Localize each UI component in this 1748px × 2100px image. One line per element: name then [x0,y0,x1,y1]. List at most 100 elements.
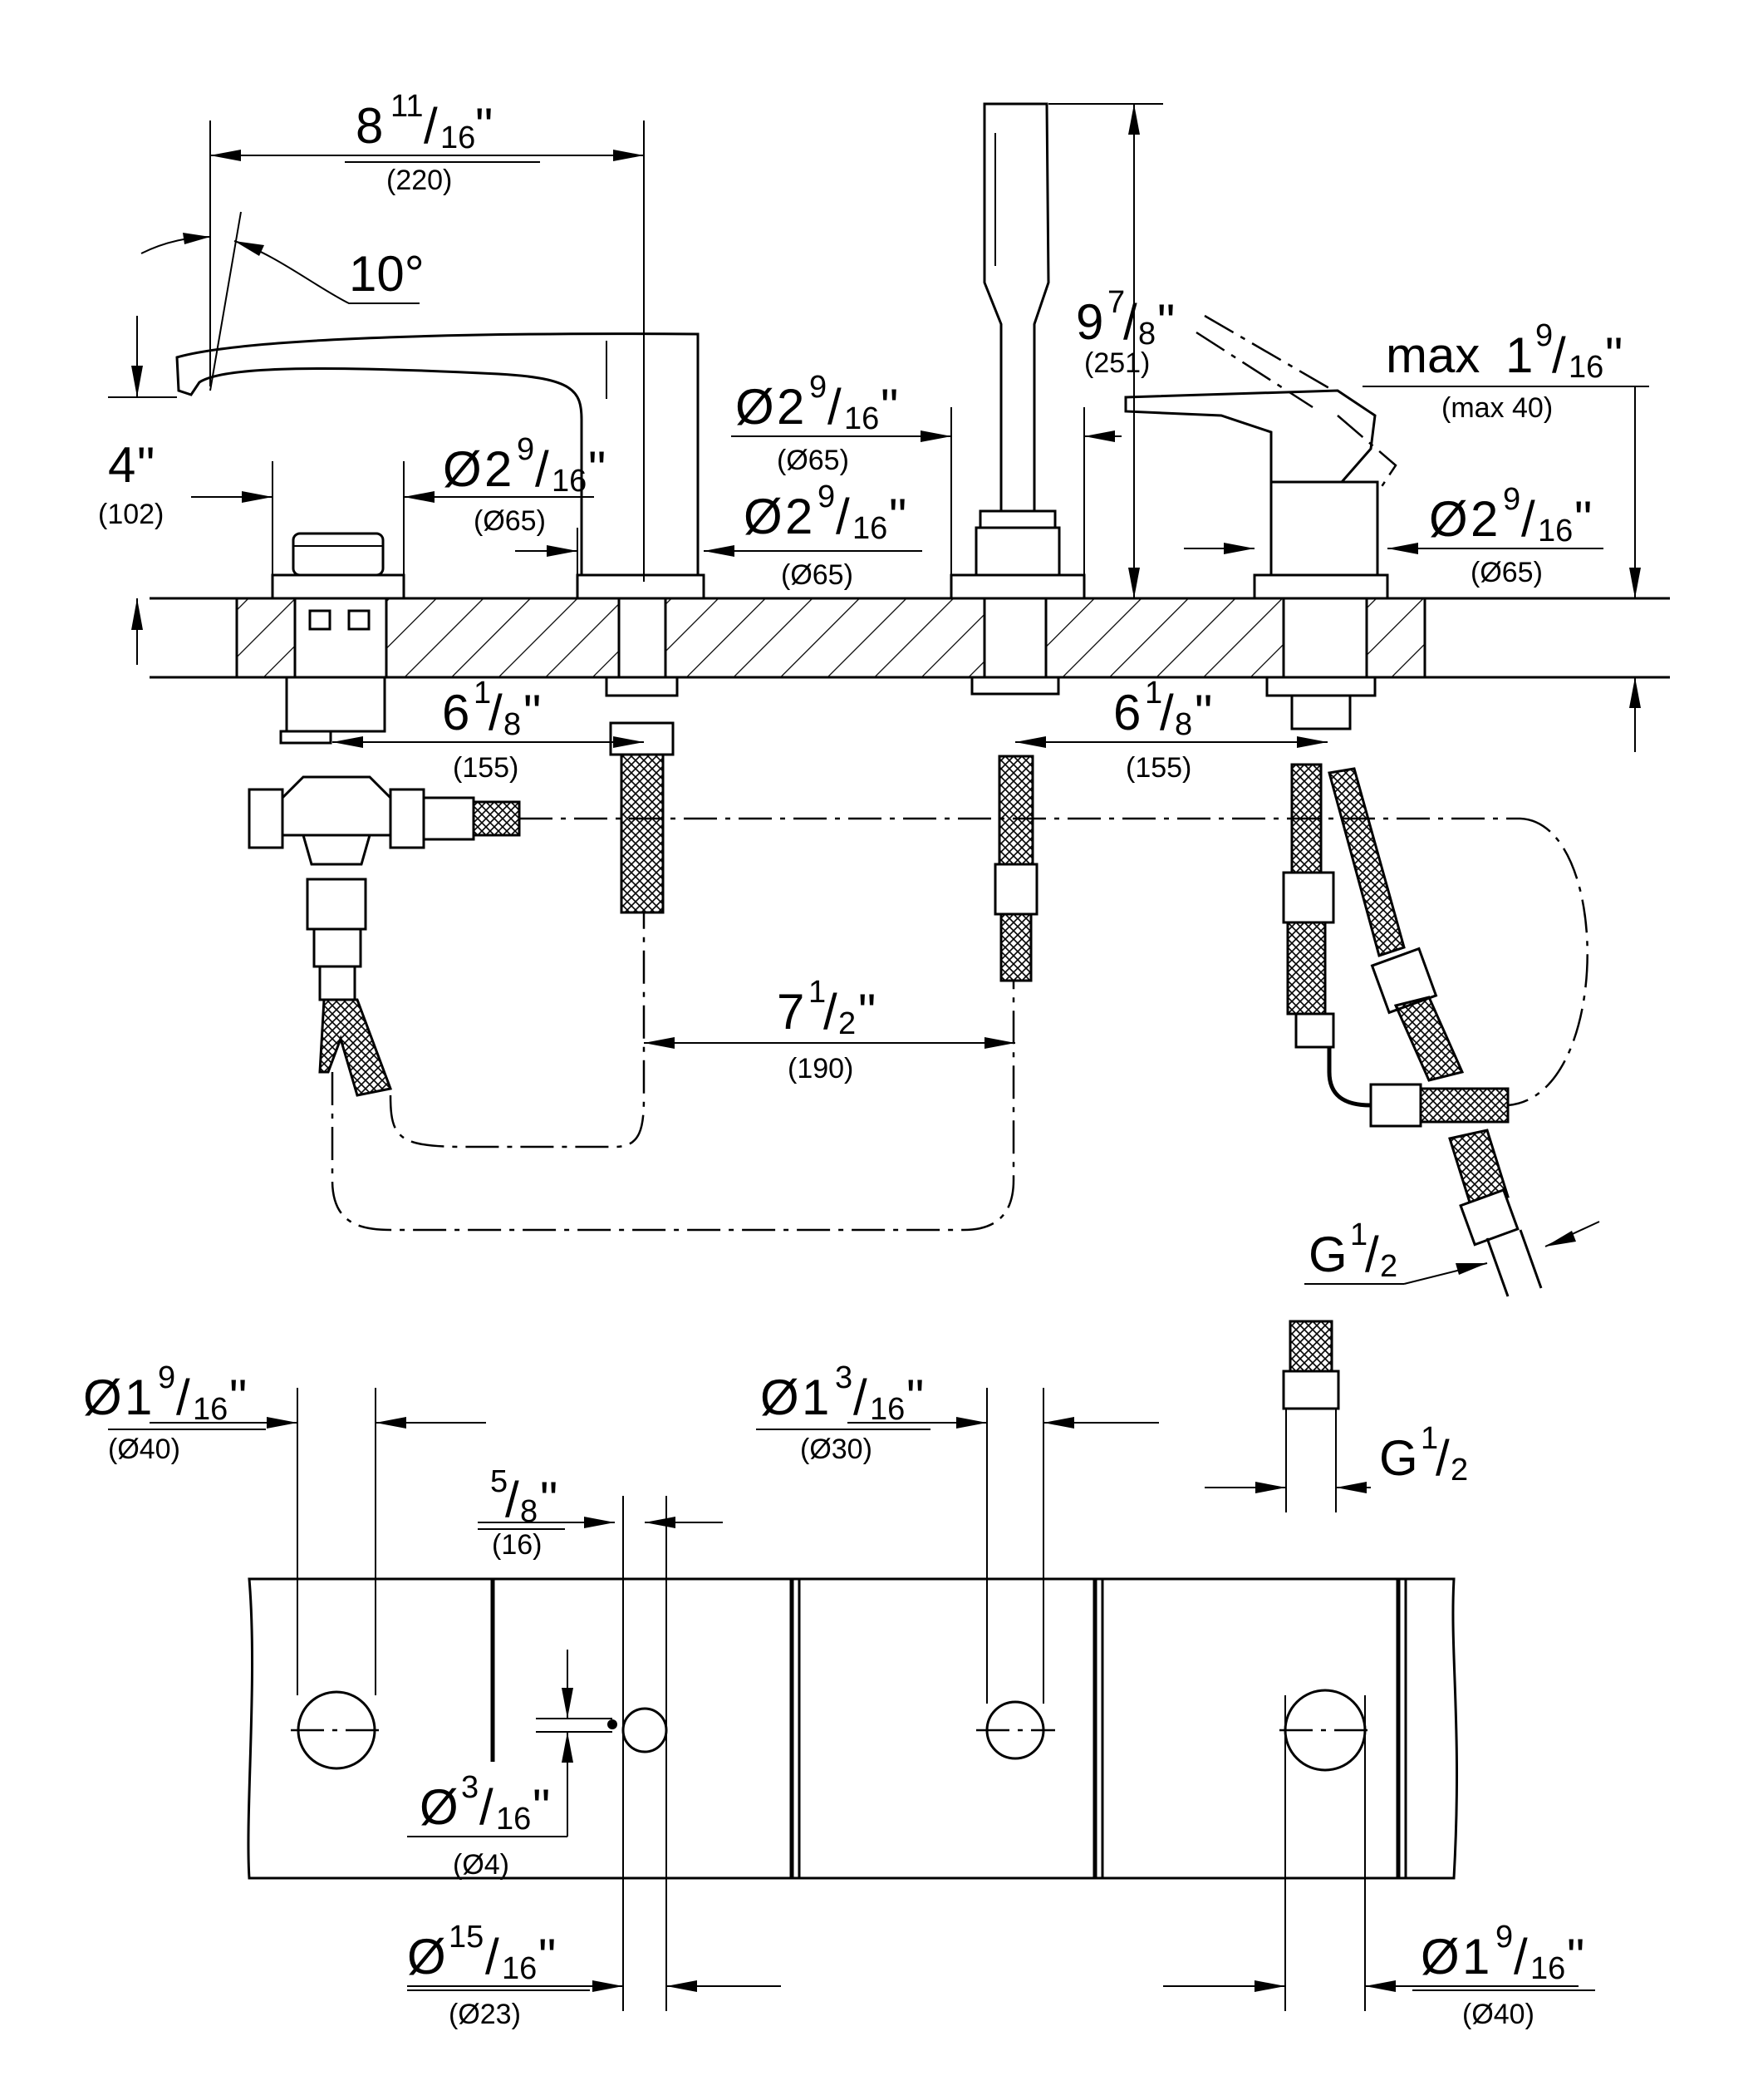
shower-height-slash: / [1123,294,1137,350]
hole-right-slash: / [1514,1929,1528,1984]
countertop-section [150,597,1670,679]
pin-hole-den: 16 [496,1802,531,1837]
spacing-left-slash: / [489,685,503,740]
base-left-prefix: Ø [443,441,482,497]
spout-length-den: 16 [440,120,475,155]
base-left-num: 9 [517,432,534,467]
base-left-den: 16 [552,464,587,499]
base-mid-slash: / [827,379,842,435]
spout-length-unit: " [475,98,493,154]
base-right-whole: 2 [1471,491,1498,547]
hole-mid-whole: 1 [802,1370,829,1425]
hole-left-metric: (Ø40) [108,1434,180,1465]
hole-layout [150,1320,1579,2011]
hole-mid-den: 16 [870,1392,905,1427]
lever-max-whole: 1 [1505,327,1533,383]
pin-hole-unit: " [533,1779,550,1835]
hole-left-slash: / [176,1370,190,1425]
hand-shower [950,102,1086,982]
base-right-den: 16 [1538,514,1573,548]
pin-hole-slash: / [479,1779,493,1835]
spacing-left-whole: 6 [442,685,469,740]
base-spout-num: 9 [818,480,835,514]
thread-bottom-prefix: G [1379,1430,1418,1486]
hole-right-num: 9 [1495,1920,1513,1955]
thread-top-slash: / [1365,1227,1379,1282]
base-mid-num: 9 [809,370,827,405]
base-spout-prefix: Ø [744,489,783,544]
base-mid-prefix: Ø [735,379,774,435]
base-spout-unit: " [889,489,906,544]
spacing-right-den: 8 [1175,707,1192,742]
base-left-unit: " [588,441,606,497]
hole-mid-prefix: Ø [760,1370,799,1425]
base-mid-metric: (Ø65) [777,445,849,476]
spacing-left-den: 8 [503,707,521,742]
hole-small-prefix: Ø [407,1929,446,1984]
spacing-mid-unit: " [858,984,876,1040]
base-right-unit: " [1574,491,1592,547]
lever-max-num: 9 [1535,318,1553,353]
spacing-left-metric: (155) [453,752,518,784]
shower-height-den: 8 [1138,317,1156,352]
spacing-mid-num: 1 [808,975,826,1010]
diverter-knob [248,532,521,1097]
spacing-mid-slash: / [823,984,837,1040]
base-spout-den: 16 [852,511,887,546]
shower-height-metric: (251) [1084,347,1150,379]
spout-length-whole: 8 [356,98,383,154]
spacing-right-whole: 6 [1113,685,1141,740]
hole-small-den: 16 [502,1951,537,1986]
hole-offset-den: 8 [520,1494,538,1529]
hole-offset-metric: (16) [492,1529,542,1561]
dimension-labels: 8 11 / 16 " (220) 10° 4 " (102) Ø 2 9 / … [83,89,1623,2030]
base-spout-slash: / [836,489,850,544]
hole-left-num: 9 [158,1360,175,1395]
hole-offset-num: 5 [490,1464,508,1499]
hole-right-metric: (Ø40) [1462,1999,1534,2030]
spacing-mid-den: 2 [838,1006,856,1041]
spacing-left-num: 1 [474,676,491,711]
spout-length-slash: / [424,98,438,154]
hole-mid-num: 3 [835,1360,852,1395]
hole-small-num: 15 [449,1920,484,1955]
spacing-right-num: 1 [1145,676,1162,711]
shower-height-num: 7 [1107,285,1125,320]
hole-small-slash: / [485,1929,499,1984]
thread-bottom-den: 2 [1451,1453,1468,1488]
bath-spout [175,332,705,914]
hole-left-prefix: Ø [83,1370,122,1425]
spout-angle-label: 10° [349,246,425,302]
hole-left-den: 16 [193,1392,228,1427]
base-right-slash: / [1521,491,1535,547]
hole-small-metric: (Ø23) [449,1999,521,2030]
dimension-lines [108,103,1649,1285]
thread-top-num: 1 [1350,1217,1367,1252]
hole-right-prefix: Ø [1421,1929,1460,1984]
lever-max-unit: " [1605,327,1623,383]
spacing-right-slash: / [1160,685,1174,740]
base-left-whole: 2 [484,441,512,497]
base-right-metric: (Ø65) [1471,557,1543,588]
lever-max-metric: (max 40) [1441,392,1553,424]
spacing-mid-metric: (190) [788,1053,853,1084]
spout-length-num: 11 [390,89,423,124]
thread-top-prefix: G [1309,1227,1348,1282]
base-left-slash: / [535,441,549,497]
lever-max-den: 16 [1569,350,1603,385]
base-spout-metric: (Ø65) [781,559,853,591]
hole-mid-metric: (Ø30) [800,1434,872,1465]
base-right-num: 9 [1503,482,1520,517]
base-right-prefix: Ø [1429,491,1468,547]
spout-height-unit: " [137,437,155,493]
lever-max-slash: / [1552,327,1566,383]
spout-height-whole: 4 [108,437,135,493]
hole-mid-slash: / [853,1370,867,1425]
thread-top-den: 2 [1380,1249,1397,1284]
hole-left-unit: " [229,1370,247,1425]
thread-bottom-num: 1 [1421,1421,1438,1456]
hole-small-unit: " [538,1929,556,1984]
thread-bottom-slash: / [1436,1430,1450,1486]
spacing-left-unit: " [523,685,541,740]
